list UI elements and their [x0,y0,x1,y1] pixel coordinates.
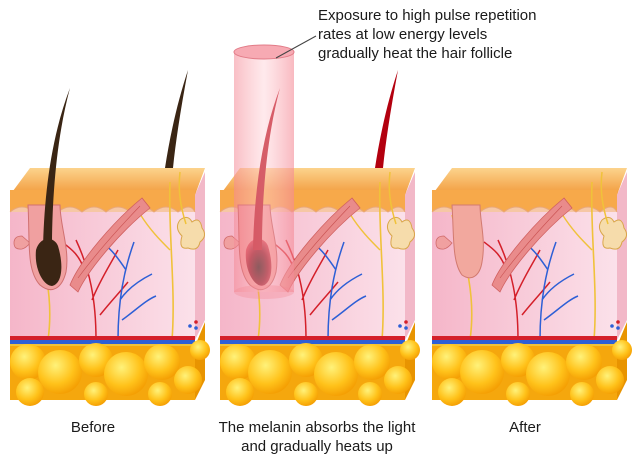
annotation-text: Exposure to high pulse repetition rates … [318,6,618,63]
annotation-line-2: rates at low energy levels [318,26,488,43]
caption-middle-line-2: and gradually heats up [241,438,393,455]
caption-before: Before [70,419,116,436]
empty-follicle-icon [451,204,484,279]
skin-block-before [9,70,211,407]
caption-middle: The melanin absorbs the light and gradua… [192,418,442,456]
hair-follicle-icon [27,70,188,290]
caption-after: After [509,419,541,436]
skin-block-after [431,167,633,407]
annotation-line-3: gradually heat the hair follicle [318,45,513,62]
caption-middle-line-1: The melanin absorbs the light [218,419,416,436]
annotation-line-1: Exposure to high pulse repetition [318,7,537,24]
laser-beam-icon [233,35,317,299]
